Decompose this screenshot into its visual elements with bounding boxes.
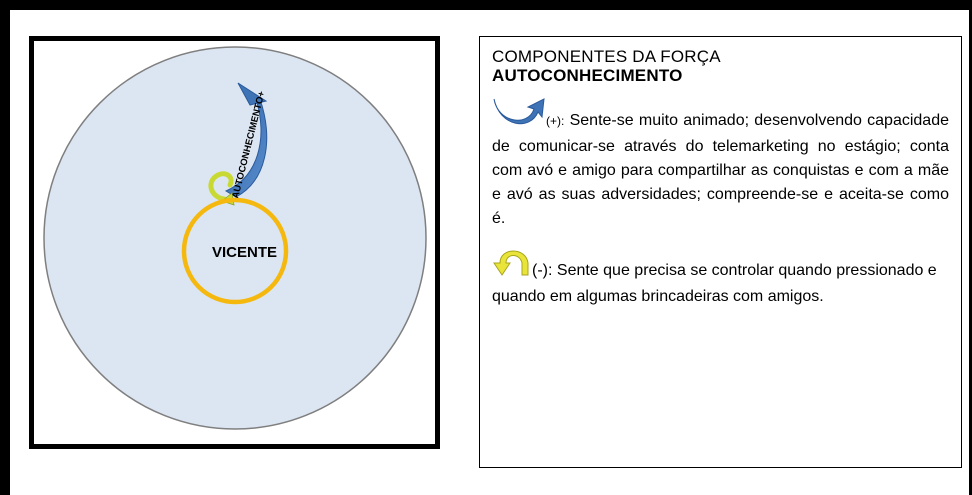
negative-sign: (-): bbox=[532, 262, 553, 279]
center-ring bbox=[181, 197, 289, 305]
positive-paragraph: (+): Sente-se muito animado; desenvolven… bbox=[492, 97, 949, 231]
negative-paragraph: (-): Sente que precisa se controlar quan… bbox=[492, 247, 952, 309]
diagram-panel: AUTOCONHECIMENTO+ VICENTE bbox=[29, 36, 440, 449]
description-panel: COMPONENTES DA FORÇA AUTOCONHECIMENTO (+… bbox=[479, 36, 962, 468]
panel-heading: COMPONENTES DA FORÇA bbox=[492, 47, 721, 66]
center-name: VICENTE bbox=[211, 244, 277, 261]
ecomap-diagram: AUTOCONHECIMENTO+ bbox=[43, 46, 427, 430]
panel-heading-strength: AUTOCONHECIMENTO bbox=[492, 66, 683, 85]
curved-arrow-up-blue-icon bbox=[492, 97, 546, 135]
negative-arrow-icon bbox=[208, 171, 234, 202]
positive-text: Sente-se muito animado; desenvolvendo ca… bbox=[492, 112, 950, 227]
negative-text: Sente que precisa se controlar quando pr… bbox=[492, 262, 937, 305]
positive-sign: (+): bbox=[546, 114, 565, 128]
positive-arrowhead-icon bbox=[237, 82, 268, 106]
outer-circle bbox=[43, 46, 427, 430]
curved-arrow-down-yellow-icon bbox=[492, 247, 532, 285]
